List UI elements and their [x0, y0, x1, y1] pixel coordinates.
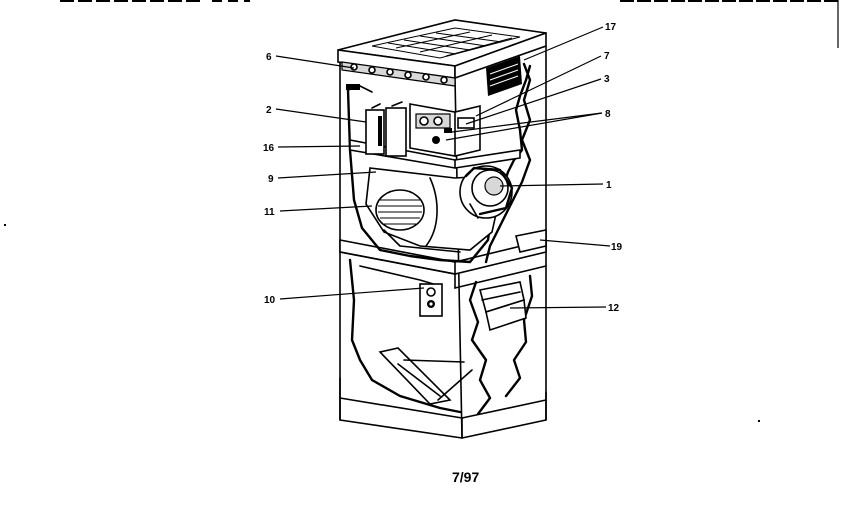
callout-10: 10: [264, 295, 276, 306]
cabinet-outline: [337, 19, 547, 439]
side-bracket: [515, 229, 547, 253]
callout-11: 11: [264, 207, 275, 218]
callout-labels: 17 7 3 8 1 19 12 6 2 16 9 11 10: [263, 22, 623, 314]
blower-wheel: [375, 189, 425, 231]
scan-specks: [4, 224, 760, 422]
scan-top-edge: [60, 0, 840, 48]
control-relay-box: [409, 103, 481, 157]
callout-12: 12: [608, 303, 620, 314]
side-vent-grille: [486, 56, 522, 96]
callout-19: 19: [611, 242, 623, 253]
right-lower-tear: [468, 274, 534, 416]
blower-motor: [459, 165, 514, 219]
callout-8: 8: [605, 109, 611, 120]
transformer-blocks: [365, 101, 407, 157]
callout-16: 16: [263, 143, 275, 154]
front-control-panel: [341, 61, 456, 90]
right-upper-tear: [484, 62, 532, 264]
revision-date: 7/97: [452, 469, 479, 485]
callout-7: 7: [604, 51, 610, 62]
callout-17: 17: [605, 22, 617, 33]
callout-3: 3: [604, 74, 610, 85]
callout-9: 9: [268, 174, 274, 185]
callout-1: 1: [606, 180, 612, 191]
callout-6: 6: [266, 52, 272, 63]
callout-2: 2: [266, 105, 272, 116]
top-grille: [371, 27, 521, 59]
gas-valve: [419, 283, 443, 317]
leader-lines: [275, 26, 611, 309]
lower-cutaway: [348, 258, 473, 414]
